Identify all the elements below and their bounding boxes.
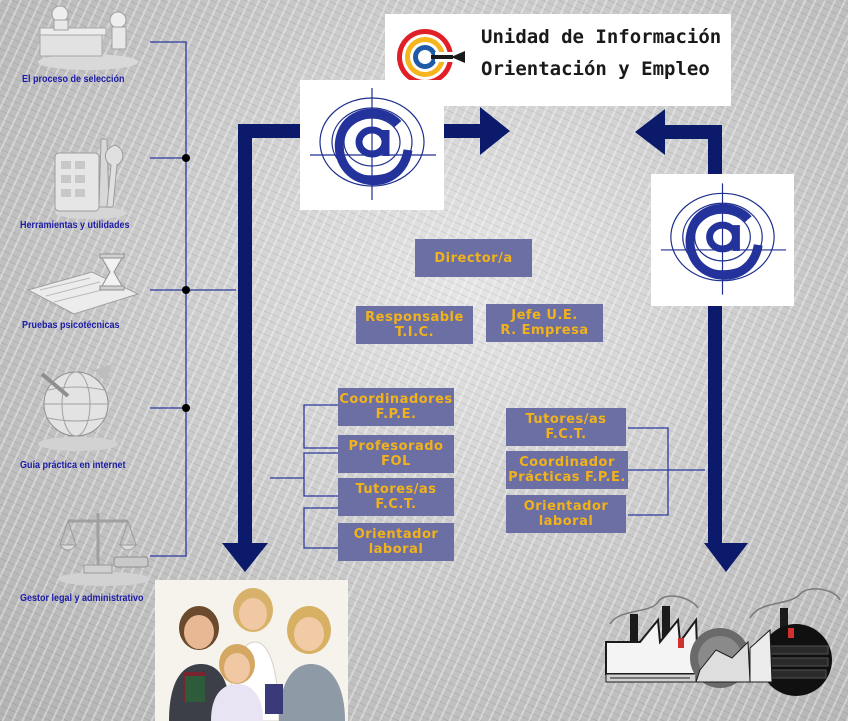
sidebar-bracket	[150, 41, 236, 557]
jefe-box: Jefe U.E. R. Empresa	[486, 304, 603, 342]
at-logo-card-left	[300, 80, 444, 210]
right-group-bracket	[628, 427, 705, 516]
sidebar-item-label[interactable]: Guía práctica en internet	[20, 460, 126, 471]
left-box-line1: Tutores/as	[355, 482, 437, 497]
left-box-orientador: Orientador laboral	[338, 523, 454, 561]
left-bracket-bottom	[303, 507, 338, 549]
sidebar-item-label[interactable]: Pruebas psicotécnicas	[22, 320, 120, 331]
students-illustration	[155, 580, 348, 721]
responsable-box: Responsable T.I.C.	[356, 306, 473, 344]
director-label: Director/a	[434, 250, 513, 266]
jefe-line2: R. Empresa	[500, 323, 589, 338]
bracket-dot	[182, 286, 190, 294]
left-box-line2: F.C.T.	[375, 497, 417, 512]
bracket-dot	[182, 404, 190, 412]
header-title-line2: Orientación y Empleo	[481, 58, 710, 80]
header-logo-card: Unidad de Información Orientación y Empl…	[385, 14, 731, 106]
bracket-dot	[182, 154, 190, 162]
right-bracket-main	[628, 427, 669, 516]
director-box: Director/a	[415, 239, 532, 277]
jefe-line1: Jefe U.E.	[511, 308, 578, 323]
right-box-orientador: Orientador laboral	[506, 495, 626, 533]
right-box-line2: laboral	[538, 514, 594, 529]
right-box-line2: F.C.T.	[545, 427, 587, 442]
right-box-line2: Prácticas F.P.E.	[508, 470, 626, 485]
scales-icon[interactable]	[40, 505, 160, 590]
responsable-line1: Responsable	[365, 310, 464, 325]
at-logo-card-right	[651, 174, 794, 306]
responsable-line2: T.I.C.	[394, 325, 435, 340]
left-box-line1: Coordinadores	[339, 392, 453, 407]
right-box-line1: Orientador	[523, 499, 609, 514]
bracket-dots	[182, 154, 190, 412]
bracket-main-line	[150, 41, 187, 557]
right-box-tutores: Tutores/as F.C.T.	[506, 408, 626, 446]
left-box-line2: F.P.E.	[375, 407, 417, 422]
sidebar-item-label[interactable]: El proceso de selección	[22, 74, 125, 85]
left-box-line1: Profesorado	[348, 439, 444, 454]
header-title-line1: Unidad de Información	[481, 26, 722, 48]
left-box-line1: Orientador	[353, 527, 439, 542]
left-bracket-top	[303, 404, 338, 449]
tools-icon[interactable]	[45, 135, 135, 220]
factory-icon	[605, 588, 841, 696]
left-box-profesorado: Profesorado FOL	[338, 435, 454, 473]
left-box-line2: laboral	[368, 542, 424, 557]
left-group-bracket	[270, 404, 338, 549]
left-box-tutores: Tutores/as F.C.T.	[338, 478, 454, 516]
left-flow-arrow	[222, 107, 510, 572]
office-desk-icon[interactable]	[30, 2, 140, 72]
sidebar-item-label[interactable]: Herramientas y utilidades	[20, 220, 130, 231]
at-sign-icon	[310, 88, 436, 200]
hourglass-icon[interactable]	[20, 248, 145, 318]
sidebar-item-label[interactable]: Gestor legal y administrativo	[20, 593, 144, 604]
at-sign-icon	[660, 183, 787, 295]
right-box-coordinador: Coordinador Prácticas F.P.E.	[506, 451, 628, 489]
right-box-line1: Coordinador	[519, 455, 615, 470]
left-box-line2: FOL	[381, 454, 411, 469]
left-box-coordinadores: Coordinadores F.P.E.	[338, 388, 454, 426]
right-box-line1: Tutores/as	[525, 412, 607, 427]
students-photo	[155, 580, 348, 721]
left-bracket-mid	[303, 452, 338, 497]
target-logo-icon	[397, 29, 465, 85]
globe-icon[interactable]	[28, 360, 128, 455]
